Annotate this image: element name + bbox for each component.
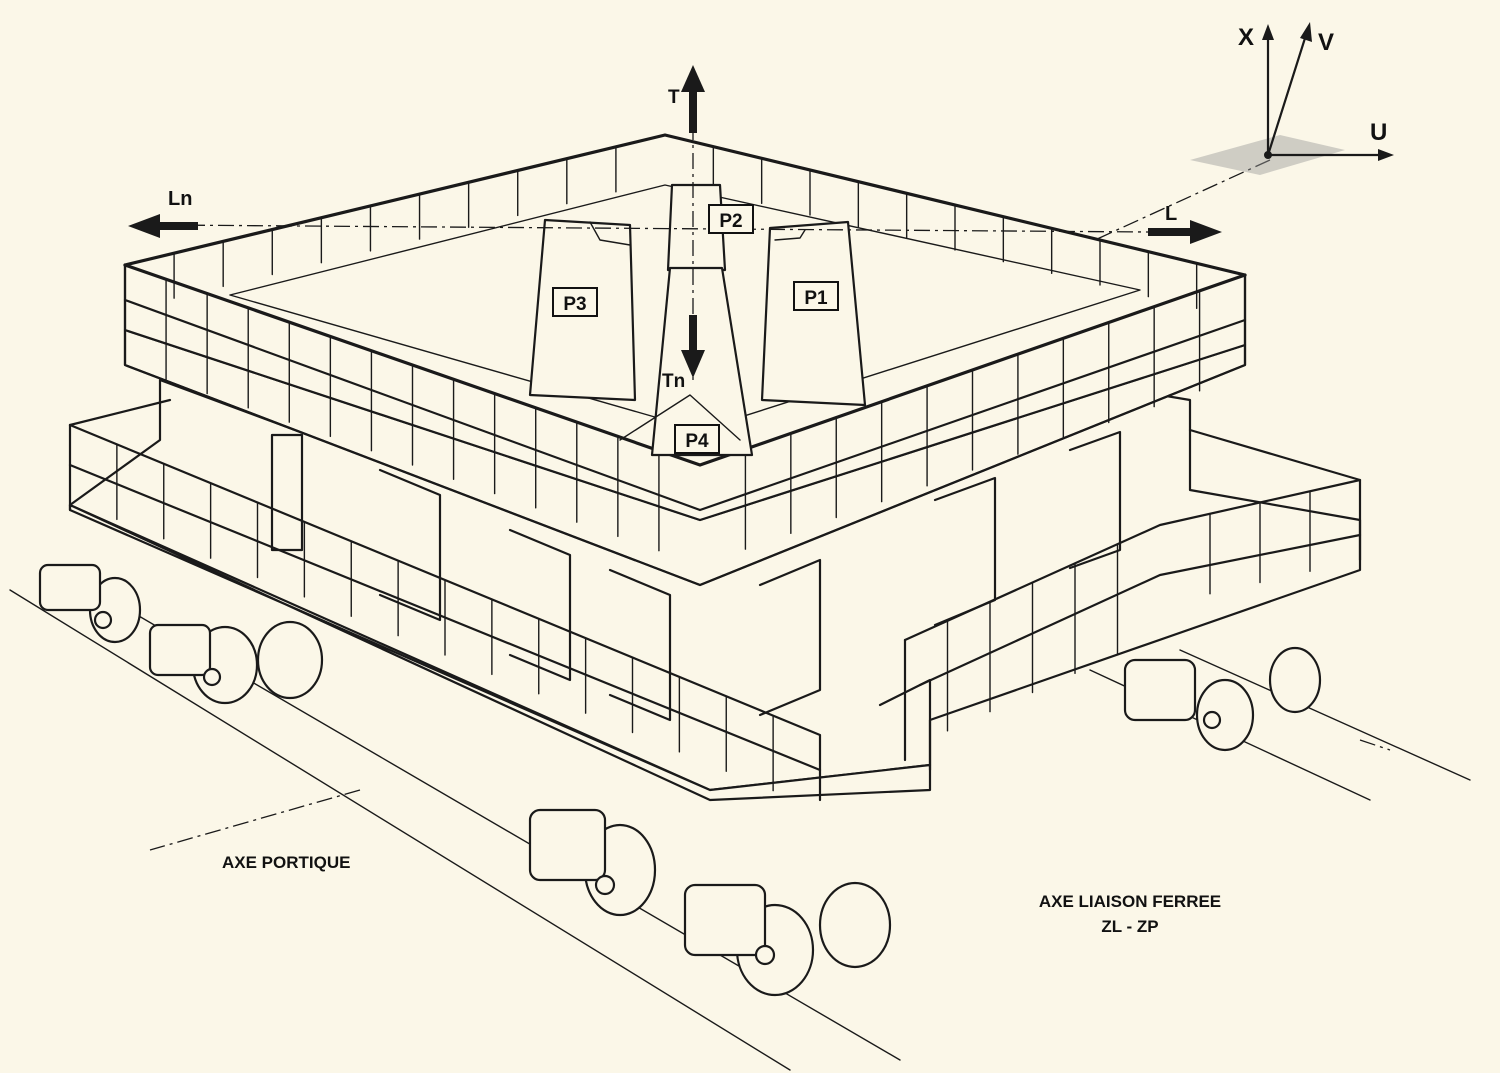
bogie-center — [528, 808, 892, 997]
pile-label-box-p4 — [674, 424, 720, 454]
axis-label-u: U — [1370, 119, 1387, 146]
caption-axe-liaison-line1: AXE LIAISON FERREE — [1039, 892, 1221, 911]
force-label-ln: Ln — [168, 188, 192, 210]
bogie-left-front — [38, 563, 324, 705]
coordinate-axes — [1190, 22, 1394, 175]
pile-label-box-p2 — [708, 204, 754, 234]
force-label-l: L — [1165, 203, 1177, 225]
caption-axe-portique: AXE PORTIQUE — [222, 853, 350, 872]
caption-axe-liaison-line2: ZL - ZP — [1101, 917, 1158, 936]
pile-p1 — [760, 220, 867, 407]
pile-p4 — [619, 266, 754, 457]
arrow-ln — [128, 214, 198, 238]
railing-posts — [116, 145, 1311, 792]
force-label-tn: Tn — [662, 371, 685, 392]
axis-label-x: X — [1238, 24, 1254, 51]
pile-label-box-p1 — [793, 281, 839, 311]
bogie-right — [1123, 646, 1322, 752]
pile-label-p2: P2 — [719, 211, 742, 232]
axis-label-v: V — [1318, 29, 1334, 56]
force-label-t: T — [668, 87, 680, 108]
arrow-t — [681, 65, 705, 133]
arrow-tn — [681, 315, 705, 378]
pile-label-box-p3 — [552, 287, 598, 317]
pile-label-p3: P3 — [563, 294, 586, 315]
pile-label-p1: P1 — [804, 288, 828, 309]
arrow-l — [1148, 220, 1222, 244]
pile-label-p4: P4 — [685, 431, 709, 452]
